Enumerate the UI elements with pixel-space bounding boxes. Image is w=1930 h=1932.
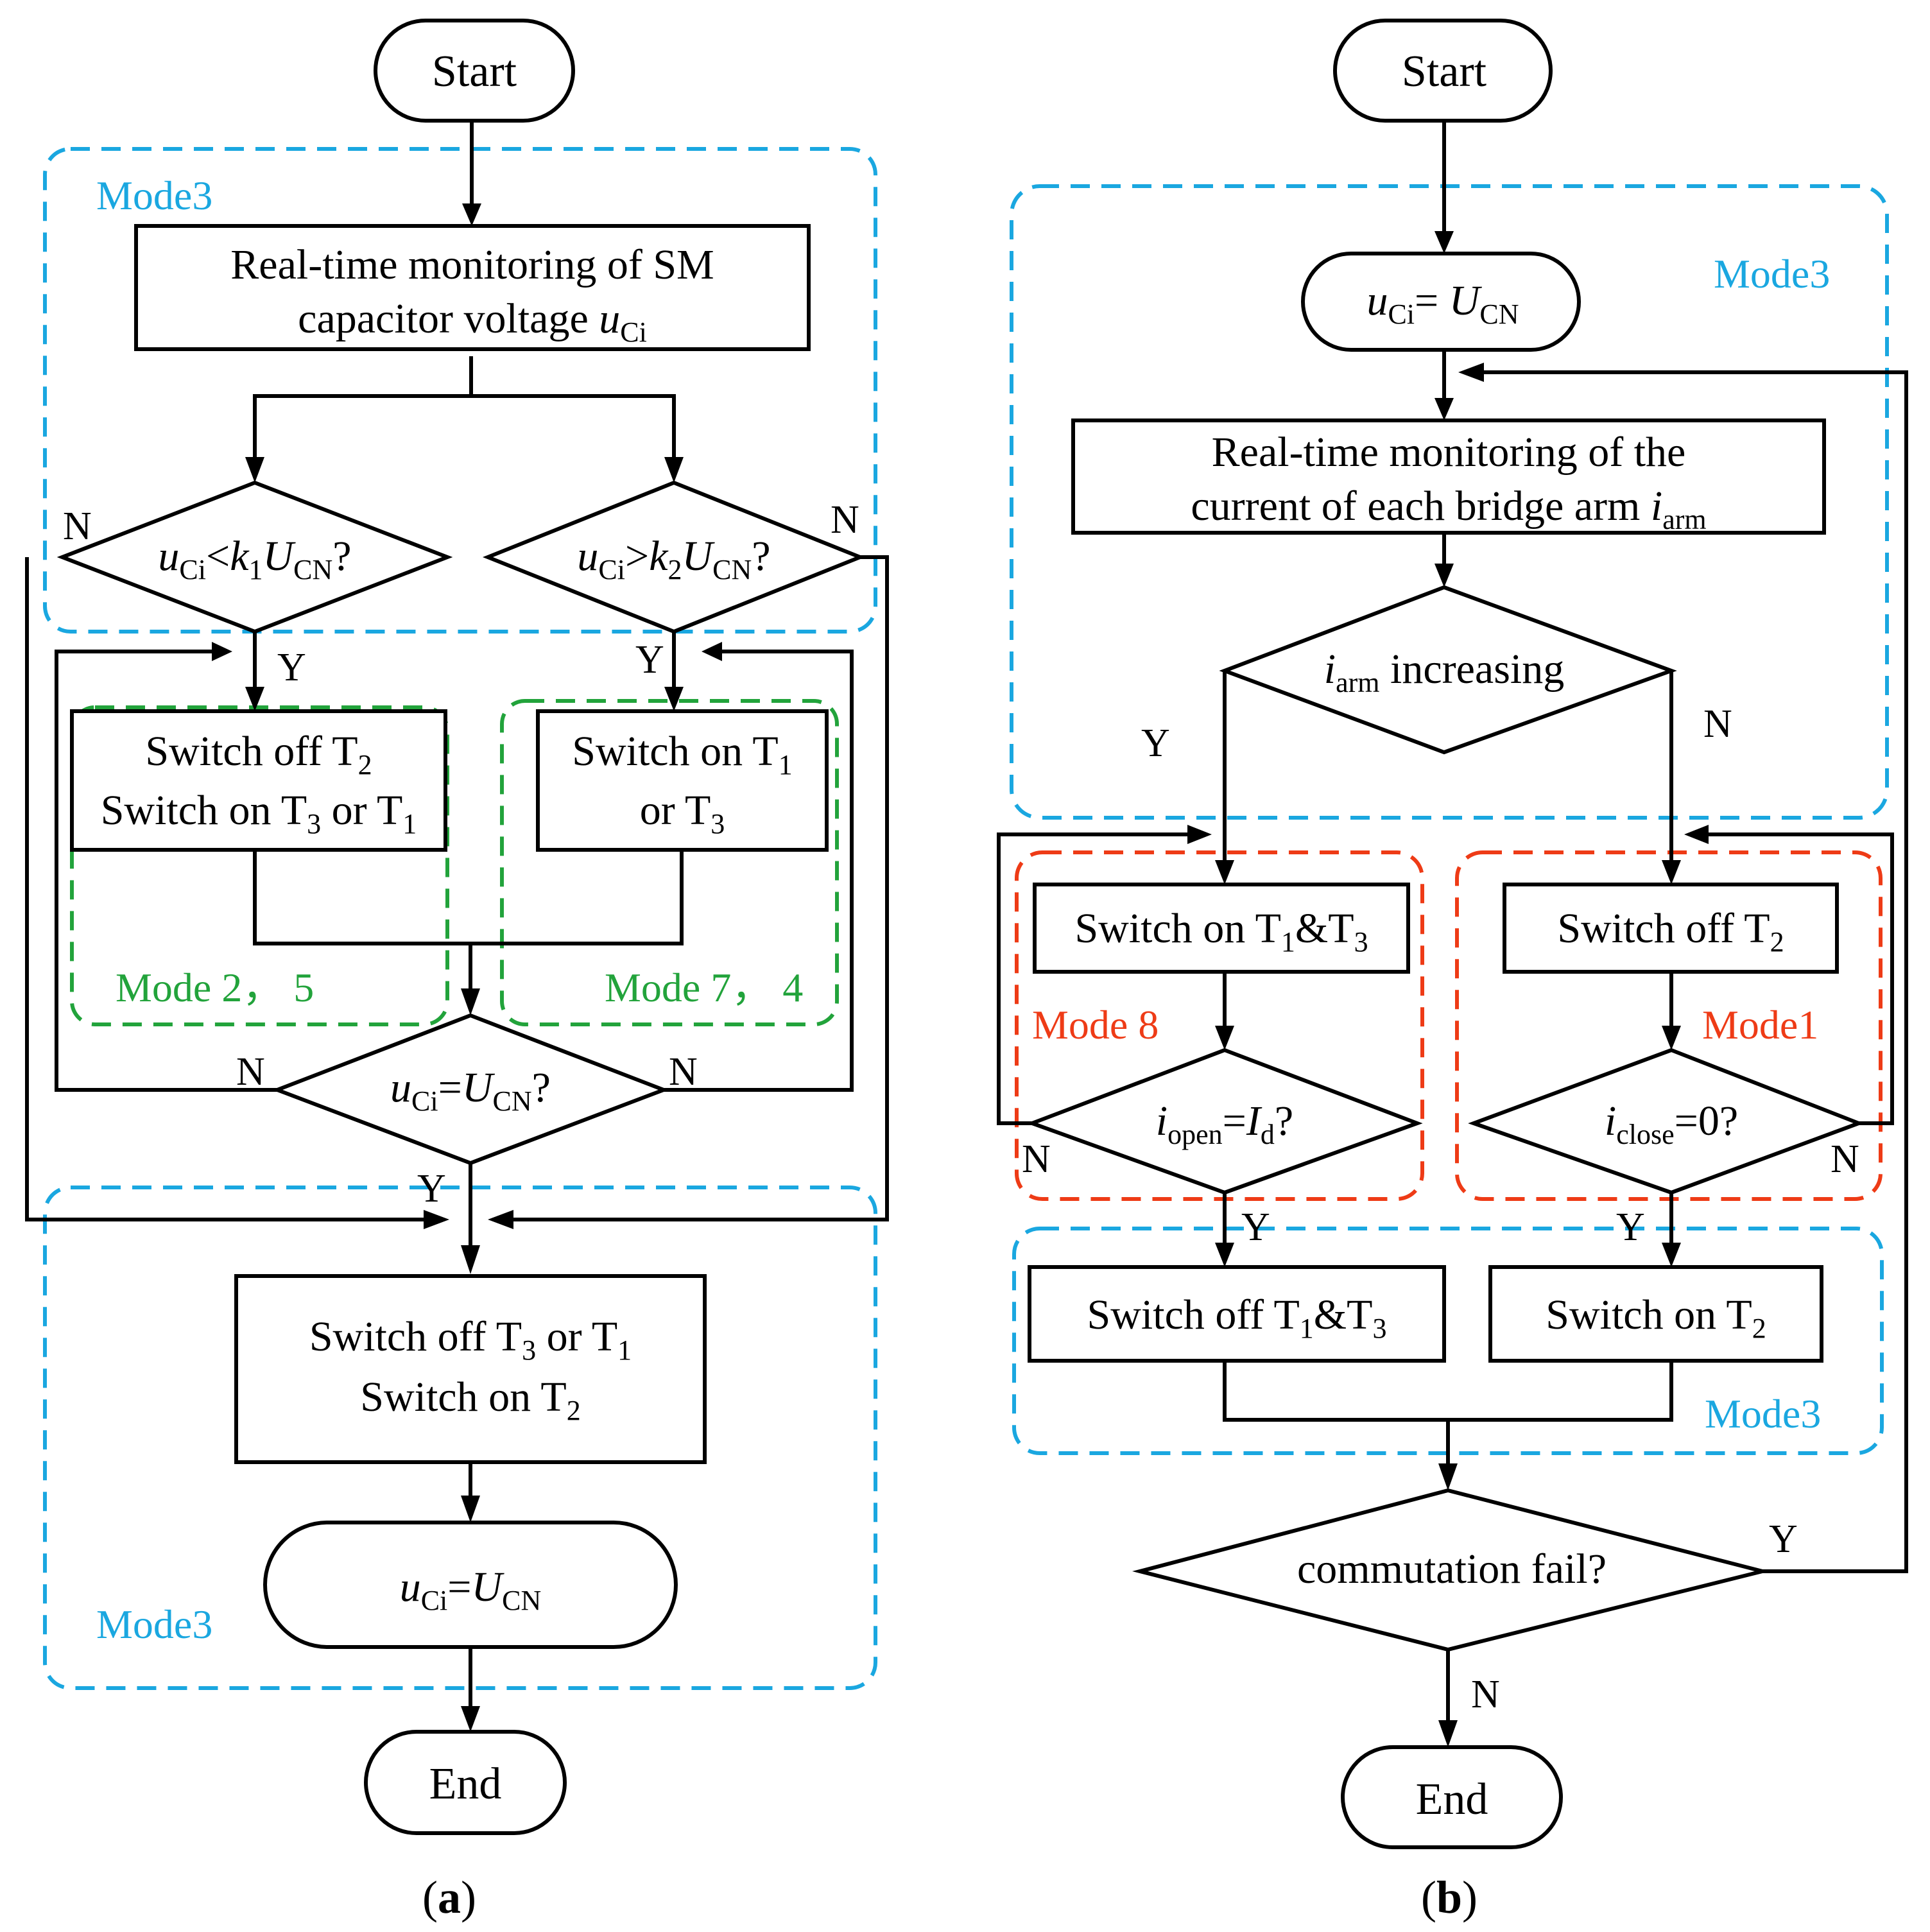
start-label-a: Start (432, 47, 517, 96)
decision-commutation-fail: commutation fail? (1132, 1488, 1763, 1652)
switch-off-t3-or-t1-line: Switch off T3 or T1 (309, 1313, 632, 1366)
end-terminal-b: End (1341, 1745, 1563, 1849)
label-y-equal-a: Y (417, 1167, 446, 1211)
end-label-b: End (1416, 1775, 1488, 1824)
decision-arm-increasing: iarm increasing (1219, 585, 1677, 755)
mode-2-5-label: Mode 2， 5 (116, 965, 314, 1010)
switch-off-t1-t3-box-b: Switch off T1&T3 (1028, 1265, 1446, 1363)
mode-1-label: Mode1 (1702, 1002, 1818, 1048)
decision-arm-increasing-label: iarm increasing (1324, 646, 1564, 698)
decision-equal-label-a: uCi=UCN? (390, 1064, 551, 1117)
mode3-label-top-a: Mode3 (96, 173, 212, 218)
switch-on-t2-label-b: Switch on T2 (1546, 1291, 1766, 1344)
decision-equal-nominal-a: uCi=UCN? (271, 1013, 669, 1166)
switch-off-t2-label-b: Switch off T2 (1557, 905, 1784, 958)
monitor-line2-a: capacitor voltage uCi (298, 295, 647, 348)
label-y-lower: Y (277, 646, 306, 689)
switch-on-t1-line-a: Switch on T1 (572, 728, 792, 781)
decision-upper-threshold: uCi>k2UCN? (482, 480, 866, 634)
monitor-line1-a: Real-time monitoring of SM (230, 241, 714, 288)
end-terminal-a: End (364, 1730, 567, 1835)
result-label-a: uCi=UCN (400, 1564, 542, 1616)
decision-lower-label: uCi<k1UCN? (158, 533, 351, 585)
mode-7-4-label: Mode 7， 4 (605, 965, 803, 1010)
switch-on-t1-t3-label: Switch on T1&T3 (1074, 905, 1368, 958)
label-y-upper: Y (635, 638, 664, 682)
result-terminal-a: uCi=UCN (263, 1521, 678, 1649)
label-n-commutation: N (1471, 1673, 1500, 1716)
initial-state-b: uCi= UCN (1301, 252, 1581, 352)
monitor-box-a: Real-time monitoring of SM capacitor vol… (134, 224, 811, 351)
switch-on-t3-or-t1-line: Switch on T3 or T1 (101, 787, 417, 840)
label-n-equal-left: N (236, 1050, 265, 1094)
monitor-line2-b: current of each bridge arm iarm (1191, 483, 1706, 535)
decision-commutation-label: commutation fail? (1297, 1546, 1607, 1592)
mode3-region-top-a (43, 147, 877, 634)
decision-open-current: iopen=Id? (1026, 1048, 1423, 1195)
label-n-open-current: N (1022, 1137, 1051, 1181)
mode-8-region (1015, 850, 1424, 1201)
decision-close-current-label: iclose=0? (1605, 1098, 1738, 1150)
label-y-commutation: Y (1769, 1517, 1798, 1561)
mode-7-4-region (500, 699, 839, 1026)
switch-off-t2-line-a: Switch off T2 (145, 728, 372, 781)
mode3-label-bottom-a: Mode3 (96, 1601, 212, 1647)
mode-8-label: Mode 8 (1032, 1002, 1159, 1048)
mode3-region-bottom-b (1012, 1227, 1884, 1455)
switch-on-t1-box-a: Switch on T1 or T3 (536, 709, 829, 852)
mode3-region-bottom-a (43, 1186, 877, 1690)
caption-b: (b) (1421, 1872, 1478, 1923)
start-terminal-a: Start (374, 19, 575, 123)
caption-a: (a) (422, 1872, 476, 1923)
start-label-b: Start (1402, 47, 1487, 96)
switch-off-t3-box-a: Switch off T3 or T1 Switch on T2 (234, 1274, 707, 1464)
switch-off-t2-box-b: Switch off T2 (1503, 883, 1839, 974)
switch-off-t1-t3-label: Switch off T1&T3 (1087, 1291, 1387, 1344)
start-terminal-b: Start (1333, 19, 1553, 123)
label-n-increasing: N (1703, 702, 1732, 746)
mode3-label-top-b: Mode3 (1714, 251, 1830, 297)
connectors-a (25, 122, 889, 1732)
decision-upper-label: uCi>k2UCN? (577, 533, 770, 585)
monitor-box-b: Real-time monitoring of the current of e… (1071, 418, 1826, 535)
end-label-a: End (429, 1759, 502, 1809)
decision-close-current: iclose=0? (1468, 1048, 1865, 1195)
switch-on-t2-box-b: Switch on T2 (1488, 1265, 1823, 1363)
decision-lower-threshold: uCi<k1UCN? (56, 480, 453, 634)
mode3-label-bottom-b: Mode3 (1705, 1391, 1821, 1436)
label-y-increasing: Y (1141, 721, 1170, 765)
switch-on-t2-line-a: Switch on T2 (360, 1374, 580, 1426)
connectors-b (997, 122, 1908, 1747)
initial-state-label-b: uCi= UCN (1366, 277, 1519, 330)
decision-open-current-label: iopen=Id? (1156, 1098, 1293, 1150)
mode-1-region (1455, 850, 1883, 1201)
mode-2-5-region (70, 705, 449, 1026)
diagram-a: Start Real-time monitoring of SM capacit… (25, 19, 889, 1923)
or-t3-line-a: or T3 (640, 787, 725, 840)
mode3-region-top-b (1010, 184, 1889, 820)
label-n-close-current: N (1831, 1137, 1859, 1181)
label-y-close-current: Y (1616, 1205, 1645, 1249)
label-y-open-current: Y (1241, 1205, 1270, 1249)
switch-on-t1-t3-box-b: Switch on T1&T3 (1033, 883, 1410, 974)
label-n-lower: N (63, 505, 92, 548)
label-n-equal-right: N (669, 1050, 698, 1094)
label-n-upper: N (831, 498, 859, 542)
switch-off-t2-box-a: Switch off T2 Switch on T3 or T1 (70, 709, 447, 852)
monitor-line1-b: Real-time monitoring of the (1212, 429, 1686, 476)
diagram-b: Start uCi= UCN Real-time monitoring of t… (997, 19, 1908, 1923)
